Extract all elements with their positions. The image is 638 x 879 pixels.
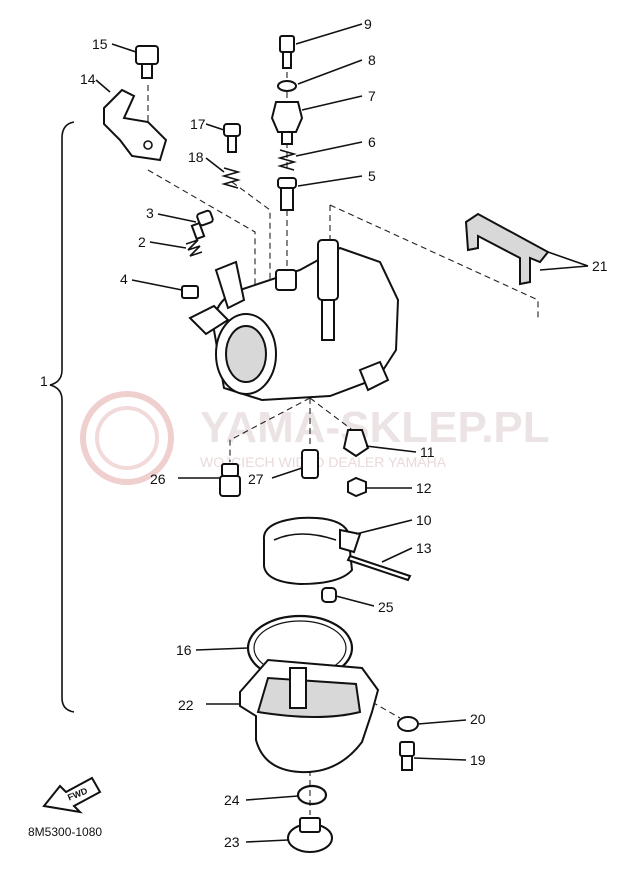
part-11-needle bbox=[342, 429, 370, 458]
part-2-spring bbox=[185, 239, 203, 257]
callout-4: 4 bbox=[120, 271, 128, 287]
callout-13: 13 bbox=[416, 540, 432, 556]
part-24-o-ring bbox=[296, 784, 328, 806]
part-21-choke-link bbox=[464, 212, 550, 286]
part-5-jet bbox=[277, 177, 297, 211]
part-10-float bbox=[262, 516, 362, 586]
part-22-float-bowl bbox=[239, 658, 380, 774]
watermark-subtitle: WOJCIECH WIDŁO DEALER YAMAHA bbox=[200, 454, 447, 470]
callout-23: 23 bbox=[224, 834, 240, 850]
callout-8: 8 bbox=[368, 52, 376, 68]
part-27-jet bbox=[301, 449, 319, 479]
callout-7: 7 bbox=[368, 88, 376, 104]
callout-3: 3 bbox=[146, 205, 154, 221]
part-17-screw bbox=[223, 123, 241, 153]
part-14-bracket bbox=[103, 88, 168, 162]
callout-19: 19 bbox=[470, 752, 486, 768]
part-20-washer bbox=[397, 716, 419, 732]
callout-16: 16 bbox=[176, 642, 192, 658]
callout-2: 2 bbox=[138, 234, 146, 250]
callout-18: 18 bbox=[188, 149, 204, 165]
watermark-logo bbox=[80, 391, 174, 485]
callout-11: 11 bbox=[420, 444, 435, 460]
callout-17: 17 bbox=[190, 116, 206, 132]
callout-25: 25 bbox=[378, 599, 394, 615]
part-3-screw bbox=[190, 209, 214, 241]
part-8-washer bbox=[277, 80, 297, 92]
assembly-bracket bbox=[49, 121, 75, 713]
watermark-title: YAMA-SKLEP.PL bbox=[200, 403, 550, 452]
part-25-needle-seat bbox=[321, 587, 337, 603]
diagram-code: 8M5300-1080 bbox=[28, 825, 102, 839]
callout-12: 12 bbox=[416, 480, 432, 496]
callout-26: 26 bbox=[150, 471, 166, 487]
callout-10: 10 bbox=[416, 512, 432, 528]
callout-14: 14 bbox=[80, 71, 96, 87]
callout-21: 21 bbox=[592, 258, 608, 274]
part-4-screw bbox=[181, 285, 199, 299]
callout-5: 5 bbox=[368, 168, 376, 184]
part-18-spring bbox=[221, 167, 241, 189]
part-26-pilot-screw bbox=[219, 463, 241, 497]
leader-lines bbox=[95, 23, 589, 843]
callout-labels: 1 2 3 4 5 6 7 8 9 10 11 12 13 14 15 16 1… bbox=[40, 16, 608, 850]
part-15-bolt bbox=[135, 45, 159, 79]
callout-15: 15 bbox=[92, 36, 108, 52]
part-23-drain-plug bbox=[287, 817, 333, 853]
callout-20: 20 bbox=[470, 711, 486, 727]
part-6-spring bbox=[277, 149, 297, 171]
fwd-arrow: FWD bbox=[42, 776, 102, 814]
part-12-nut bbox=[347, 476, 367, 498]
carburetor-body bbox=[188, 239, 400, 402]
part-19-screw bbox=[399, 741, 415, 771]
callout-27: 27 bbox=[248, 471, 264, 487]
part-9-screw bbox=[279, 35, 295, 69]
callout-6: 6 bbox=[368, 134, 376, 150]
callout-9: 9 bbox=[364, 16, 372, 32]
callout-24: 24 bbox=[224, 792, 240, 808]
callout-22: 22 bbox=[178, 697, 194, 713]
callout-1: 1 bbox=[40, 373, 48, 389]
part-7-needle-valve bbox=[270, 101, 304, 145]
part-13-float-pin bbox=[346, 554, 412, 582]
watermark: YAMA-SKLEP.PL WOJCIECH WIDŁO DEALER YAMA… bbox=[80, 391, 550, 485]
